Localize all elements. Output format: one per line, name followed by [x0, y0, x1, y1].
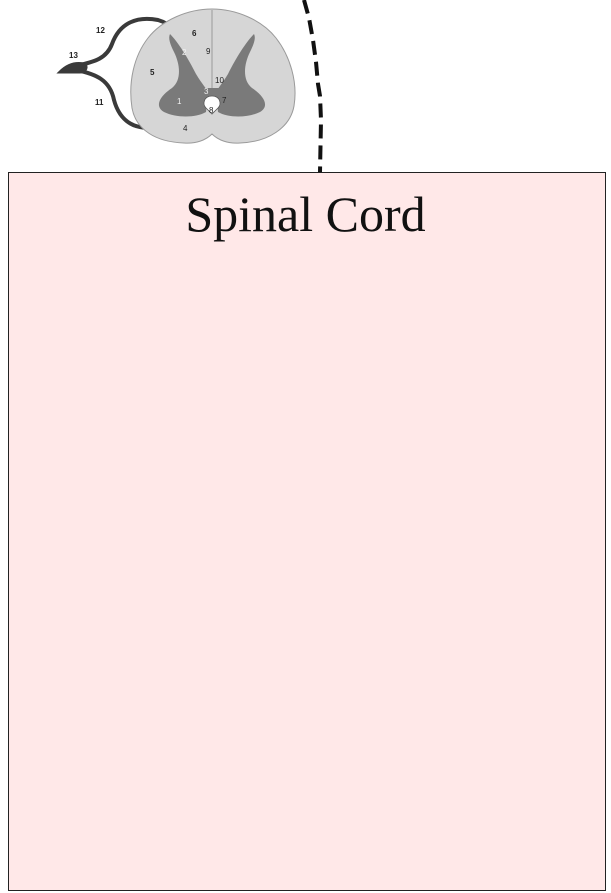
label-9: 9 — [206, 47, 211, 56]
label-8: 8 — [209, 106, 214, 115]
dashed-connector-line — [304, 0, 321, 172]
white-matter — [131, 9, 295, 143]
label-1: 1 — [177, 97, 182, 106]
label-6: 6 — [192, 29, 197, 38]
label-4: 4 — [183, 124, 188, 133]
label-7: 7 — [222, 96, 227, 105]
label-3: 3 — [204, 87, 209, 96]
label-12: 12 — [96, 26, 105, 35]
spinal-nerve-trunk — [60, 63, 86, 72]
label-13: 13 — [69, 51, 78, 60]
label-11: 11 — [95, 98, 104, 107]
label-5: 5 — [150, 68, 155, 77]
label-10: 10 — [215, 76, 224, 85]
label-2: 2 — [182, 48, 187, 57]
